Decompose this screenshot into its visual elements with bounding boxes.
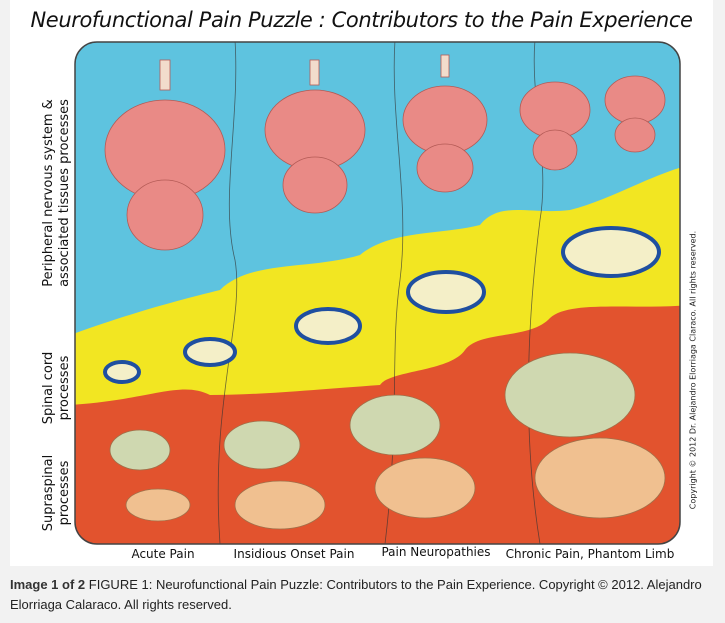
caption-text: FIGURE 1: Neurofunctional Pain Puzzle: C… xyxy=(10,577,702,612)
brain-top-2 xyxy=(223,420,301,470)
brain-top-3 xyxy=(349,394,441,456)
caption-image-index: Image 1 of 2 xyxy=(10,577,86,592)
brain-side-1 xyxy=(125,488,191,522)
body-figure-insidious xyxy=(264,59,366,214)
row-label-spinal: Spinal cord processes xyxy=(41,338,73,438)
row-label-spinal-line2: processes xyxy=(57,355,72,421)
column-label-insidious: Insidious Onset Pain xyxy=(233,547,355,561)
pain-puzzle-illustration xyxy=(74,41,681,545)
row-label-supraspinal-line1: Supraspinal xyxy=(41,454,56,532)
row-label-peripheral: Peripheral nervous system & associated t… xyxy=(41,83,73,303)
column-label-neuropathies: Pain Neuropathies xyxy=(381,545,491,559)
row-label-spinal-line1: Spinal cord xyxy=(41,351,56,425)
column-label-acute: Acute Pain xyxy=(131,547,195,561)
column-label-chronic: Chronic Pain, Phantom Limb xyxy=(505,547,675,561)
row-label-supraspinal: Supraspinal processes xyxy=(41,443,73,543)
spinal-section-1 xyxy=(103,360,141,384)
brain-side-2 xyxy=(234,480,326,530)
body-figure-phantom xyxy=(604,75,666,153)
row-label-peripheral-line1: Peripheral nervous system & xyxy=(41,99,56,287)
body-figure-chronic xyxy=(519,81,591,171)
brain-top-4 xyxy=(504,352,636,438)
spinal-section-2 xyxy=(183,337,237,367)
spinal-cord-sections xyxy=(103,226,661,384)
spinal-section-3 xyxy=(294,307,362,345)
figure-image: Neurofunctional Pain Puzzle : Contributo… xyxy=(10,0,713,566)
spinal-section-4 xyxy=(406,270,486,314)
brain-side-4 xyxy=(534,437,666,519)
body-figure-neuropathies xyxy=(402,54,488,193)
figure-title: Neurofunctional Pain Puzzle : Contributo… xyxy=(30,8,693,32)
spinal-section-5 xyxy=(561,226,661,278)
brain-side-3 xyxy=(374,457,476,519)
brain-top-1 xyxy=(109,429,171,471)
brains xyxy=(109,352,666,530)
body-figures xyxy=(104,54,666,251)
copyright-notice: Copyright © 2012 Dr. Alejandro Elorriaga… xyxy=(688,230,698,510)
body-figure-acute xyxy=(104,59,226,251)
figure-caption: Image 1 of 2 FIGURE 1: Neurofunctional P… xyxy=(10,575,710,615)
row-label-supraspinal-line2: processes xyxy=(57,460,72,526)
row-label-peripheral-line2: associated tissues processes xyxy=(57,99,72,287)
